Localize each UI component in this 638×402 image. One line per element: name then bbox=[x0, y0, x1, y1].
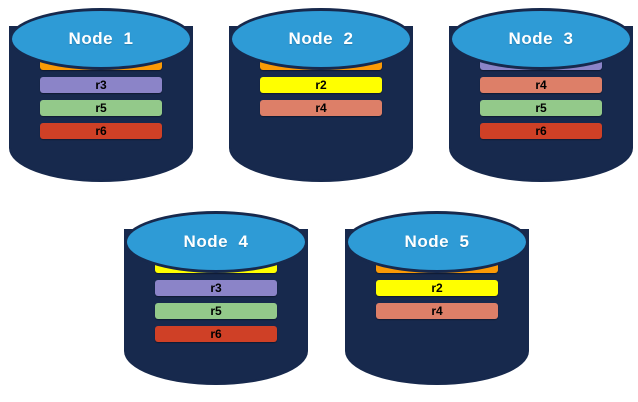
replica-bar[interactable]: r2 bbox=[260, 77, 382, 93]
replica-bar[interactable]: r3 bbox=[155, 280, 277, 296]
replica-label: r6 bbox=[535, 124, 547, 138]
replica-label: r2 bbox=[431, 281, 443, 295]
replica-bar[interactable]: r5 bbox=[480, 100, 602, 116]
database-node-4[interactable]: r2r3r5r6Node 4 bbox=[124, 211, 308, 385]
replica-label: r5 bbox=[210, 304, 222, 318]
node-title: Node 1 bbox=[68, 29, 134, 48]
replica-bar[interactable]: r4 bbox=[260, 100, 382, 116]
database-node-5[interactable]: r1r2r4Node 5 bbox=[345, 211, 529, 385]
cylinder-top-icon: Node 1 bbox=[9, 8, 193, 70]
replica-bar[interactable]: r6 bbox=[155, 326, 277, 342]
replica-bar[interactable]: r6 bbox=[40, 123, 162, 139]
database-node-2[interactable]: r1r2r4Node 2 bbox=[229, 8, 413, 182]
replica-bar[interactable]: r5 bbox=[40, 100, 162, 116]
replica-label: r4 bbox=[431, 304, 443, 318]
replica-bar[interactable]: r4 bbox=[376, 303, 498, 319]
node-title: Node 5 bbox=[404, 232, 470, 251]
replica-label: r3 bbox=[95, 78, 107, 92]
cylinder-top-icon: Node 2 bbox=[229, 8, 413, 70]
node-title: Node 4 bbox=[183, 232, 249, 251]
replica-label: r5 bbox=[95, 101, 107, 115]
replica-bar[interactable]: r4 bbox=[480, 77, 602, 93]
replica-label: r4 bbox=[315, 101, 327, 115]
replica-label: r6 bbox=[210, 327, 222, 341]
replica-label: r4 bbox=[535, 78, 547, 92]
replica-label: r5 bbox=[535, 101, 547, 115]
cylinder-top-icon: Node 4 bbox=[124, 211, 308, 273]
node-title: Node 3 bbox=[508, 29, 574, 48]
cylinder-top-icon: Node 3 bbox=[449, 8, 633, 70]
replica-bar[interactable]: r6 bbox=[480, 123, 602, 139]
replica-bar[interactable]: r2 bbox=[376, 280, 498, 296]
node-title: Node 2 bbox=[288, 29, 354, 48]
replica-label: r2 bbox=[315, 78, 327, 92]
database-node-3[interactable]: r3r4r5r6Node 3 bbox=[449, 8, 633, 182]
database-node-1[interactable]: r1r3r5r6Node 1 bbox=[9, 8, 193, 182]
replica-bar[interactable]: r5 bbox=[155, 303, 277, 319]
replica-label: r6 bbox=[95, 124, 107, 138]
replica-bar[interactable]: r3 bbox=[40, 77, 162, 93]
cylinder-top-icon: Node 5 bbox=[345, 211, 529, 273]
replica-label: r3 bbox=[210, 281, 222, 295]
